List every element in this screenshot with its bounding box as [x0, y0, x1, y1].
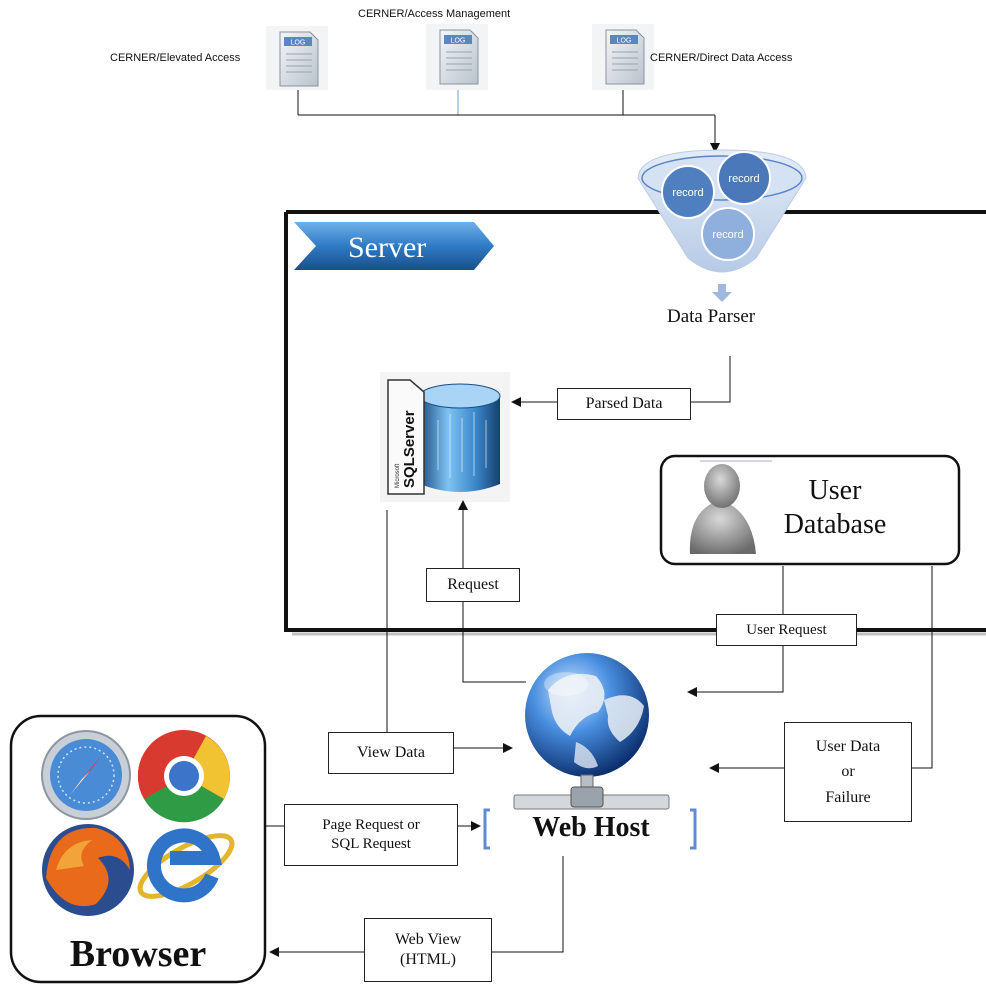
- web-host-globe-icon: [513, 653, 670, 810]
- record-label: record: [672, 187, 703, 199]
- record-circle: record: [661, 165, 715, 219]
- user-request-label: User Request: [746, 621, 827, 638]
- page-request-box: Page Request or SQL Request: [284, 804, 458, 866]
- view-data-label: View Data: [357, 744, 425, 761]
- sql-server-small: Microsoft: [395, 463, 401, 488]
- log-label-access-management: CERNER/Access Management: [358, 8, 511, 20]
- request-box: Request: [426, 568, 520, 602]
- record-circle: record: [717, 151, 771, 205]
- view-data-box: View Data: [328, 732, 454, 774]
- internet-explorer-icon: [137, 828, 235, 903]
- log-file-icon-management: LOG: [426, 24, 488, 90]
- html-label: (HTML): [400, 951, 456, 968]
- sql-server-database-icon: SQLServer Microsoft: [380, 372, 510, 502]
- server-banner: Server: [294, 222, 494, 270]
- user-label: User: [808, 475, 862, 506]
- sql-request-label: SQL Request: [331, 836, 411, 852]
- user-data-or-failure-box: User Data or Failure: [784, 722, 912, 822]
- safari-icon: [41, 730, 131, 820]
- record-circle: record: [701, 207, 755, 261]
- record-label: record: [728, 173, 759, 185]
- chrome-icon: [137, 729, 231, 823]
- log-icon-text: LOG: [617, 38, 632, 45]
- parsed-data-box: Parsed Data: [557, 388, 691, 420]
- log-connectors: [297, 90, 720, 153]
- log-file-icon-elevated: LOG: [266, 26, 328, 90]
- failure-label: Failure: [825, 788, 871, 806]
- user-database-label: User Database: [760, 474, 910, 541]
- firefox-icon: [42, 824, 134, 916]
- log-icon-text: LOG: [291, 40, 306, 47]
- log-label-direct-data-access: CERNER/Direct Data Access: [650, 52, 793, 64]
- page-request-label: Page Request or: [322, 817, 420, 834]
- web-host-brackets: [483, 808, 697, 850]
- record-label: record: [712, 229, 743, 241]
- web-host-label: Web Host: [532, 812, 650, 843]
- sql-server-label: SQLServer: [401, 410, 418, 488]
- log-file-icon-direct: LOG: [592, 24, 654, 90]
- user-data-label: User Data: [815, 737, 881, 755]
- data-parser-label: Data Parser: [667, 306, 756, 327]
- database-label: Database: [783, 508, 887, 540]
- or-label: or: [841, 763, 855, 781]
- log-icon-text: LOG: [451, 38, 466, 45]
- user-request-box: User Request: [716, 614, 857, 646]
- web-view-box: Web View (HTML): [364, 918, 492, 982]
- flow-connectors: [266, 356, 933, 957]
- request-label: Request: [447, 576, 499, 593]
- web-view-label: Web View: [394, 931, 462, 948]
- parsed-data-label: Parsed Data: [585, 395, 663, 412]
- browser-label: Browser: [69, 933, 207, 975]
- log-label-elevated-access: CERNER/Elevated Access: [110, 52, 241, 64]
- user-avatar-icon: [689, 464, 756, 554]
- server-title: Server: [348, 231, 426, 264]
